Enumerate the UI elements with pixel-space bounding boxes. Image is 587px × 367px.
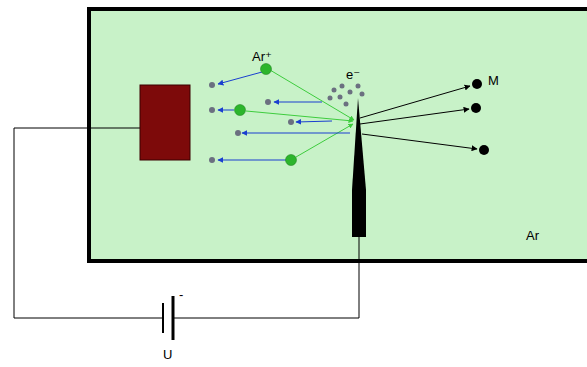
needle-tip xyxy=(352,98,366,237)
ion-label: Ar⁺ xyxy=(252,50,272,63)
ion-path xyxy=(246,70,354,157)
sputter-path xyxy=(360,86,477,149)
voltage-label: U xyxy=(163,348,172,361)
electron-label: e⁻ xyxy=(346,68,360,81)
argon-ion xyxy=(235,64,297,166)
electron-path xyxy=(218,72,350,160)
vacuum-chamber xyxy=(89,9,587,261)
battery-symbol xyxy=(163,296,173,340)
atom-label: M xyxy=(488,74,499,87)
target-electrode xyxy=(140,85,190,160)
gas-label: Ar xyxy=(526,229,539,242)
polarity-sign: - xyxy=(179,288,183,301)
electron-dot xyxy=(209,82,365,163)
metal-atom xyxy=(471,79,489,155)
